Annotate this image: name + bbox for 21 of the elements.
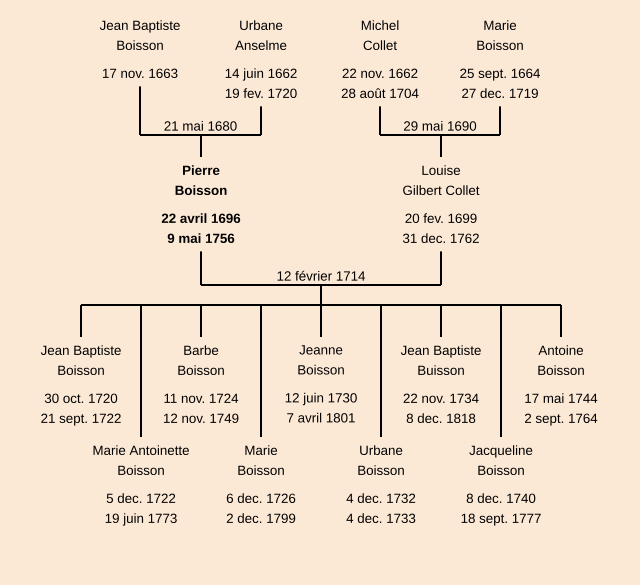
person-entry: Urbane Boisson 4 dec. 1732 4 dec. 1733 [346,445,416,524]
person-entry: Marie Boisson 25 sept. 1664 27 dec. 1719 [460,20,540,98]
edge-label: 29 mai 1690 [402,120,478,132]
connector [80,250,562,438]
person-entry: Pierre Boisson 22 avril 1696 9 mai 1756 [162,165,240,244]
person-entry: Jean Baptiste Buisson 22 nov. 1734 8 dec. 1818 [400,345,481,424]
person-entry: Antoine Boisson 17 mai 1744 2 sept. 1764 [524,345,598,426]
person-entry: Jacqueline Boisson 8 dec. 1740 18 sept. 1777 [462,445,541,526]
person-entry: Jean Baptiste Boisson 30 oct. 1720 21 sept. 1722 [40,345,121,426]
person-entry: Marie Antoinette Boisson 5 dec. 1722 19 juin 1773 [94,445,189,526]
person-entry: Marie Boisson 6 dec. 1726 2 dec. 1799 [226,445,296,524]
edge-label: 12 février 1714 [275,269,367,282]
person-entry: Barbe Boisson 11 nov. 1724 12 nov. 1749 [164,345,238,424]
connector [139,85,262,158]
person-entry: Jean Baptiste Boisson 17 nov. 1663 [100,20,180,78]
person-entry: Michel Collet 22 nov. 1662 28 août 1704 [342,20,419,98]
person-entry: Urbane Anselme 14 juin 1662 19 fev. 1720 [226,20,297,98]
person-entry: Louise Gilbert Collet 20 fev. 1699 31 dec. 1762 [402,165,480,244]
edge-label: 21 mai 1680 [162,120,239,132]
connector [379,105,501,158]
person-entry: Jeanne Boisson 12 juin 1730 7 avril 1801 [286,345,357,423]
